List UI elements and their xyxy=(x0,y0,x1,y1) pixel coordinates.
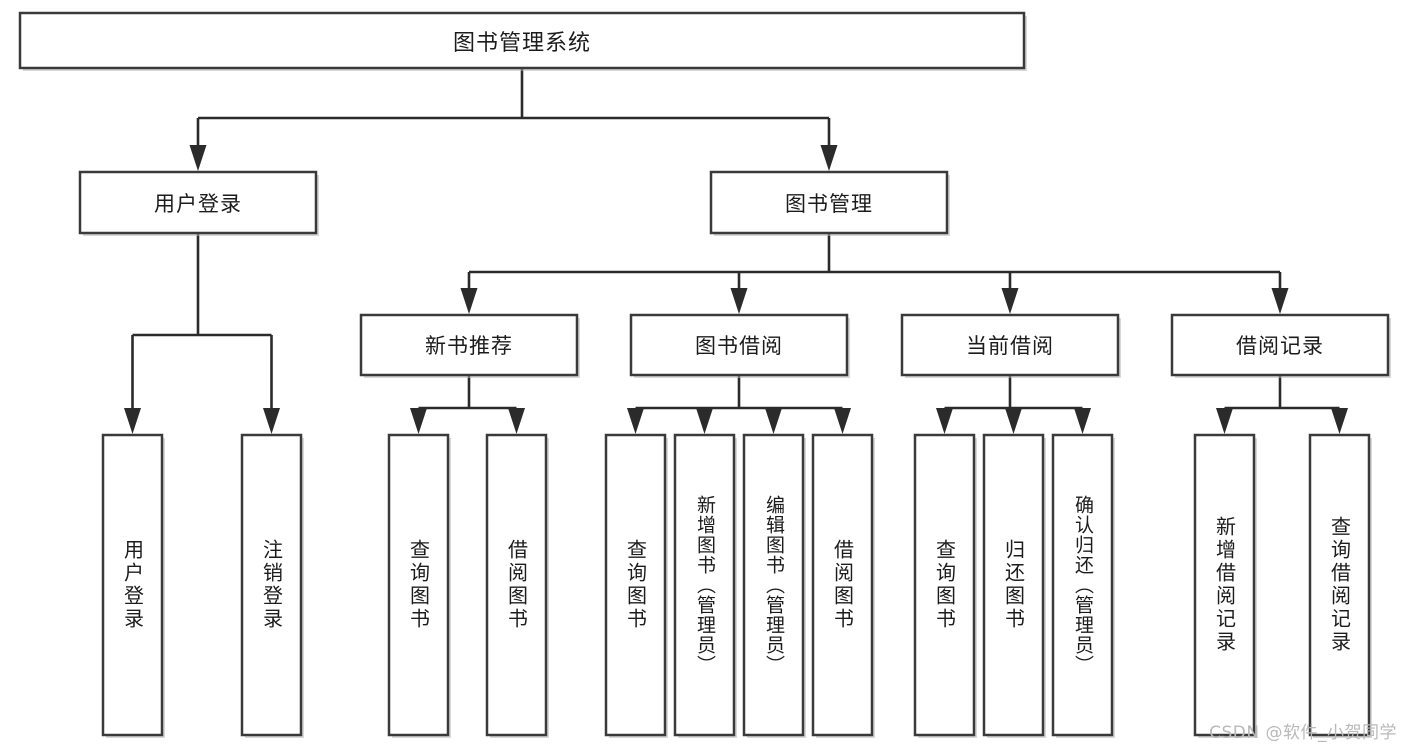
node-layer xyxy=(18,11,1391,738)
node-rect[interactable] xyxy=(18,11,1026,70)
node-rect[interactable] xyxy=(101,433,164,737)
node-rect[interactable] xyxy=(913,433,976,737)
node-book-manage[interactable] xyxy=(709,170,950,236)
arrow-head-icon xyxy=(765,408,782,434)
node-rect[interactable] xyxy=(982,433,1045,737)
node-borrow-record[interactable] xyxy=(1170,313,1391,378)
node-rect[interactable] xyxy=(709,170,949,235)
arrow-head-icon xyxy=(263,408,280,434)
node-current-borrow[interactable] xyxy=(900,313,1121,378)
node-leaf-add-record[interactable] xyxy=(1193,433,1257,738)
node-rect[interactable] xyxy=(485,433,548,737)
node-rect[interactable] xyxy=(1051,433,1114,737)
connector-group-root xyxy=(189,68,838,171)
arrow-head-icon xyxy=(1005,408,1022,434)
arrow-head-icon xyxy=(124,408,141,434)
connector-group-new-book-rec xyxy=(410,375,525,434)
node-leaf-query-book-cb[interactable] xyxy=(913,433,977,738)
node-rect[interactable] xyxy=(359,313,579,377)
arrow-head-icon xyxy=(627,408,644,434)
node-leaf-add-book[interactable] xyxy=(673,433,737,738)
arrow-head-icon xyxy=(1074,408,1091,434)
node-rect[interactable] xyxy=(629,313,849,377)
node-root[interactable] xyxy=(18,11,1027,71)
connector-group-book-borrow xyxy=(627,375,851,434)
arrow-head-icon xyxy=(730,288,748,314)
arrow-head-icon xyxy=(696,408,713,434)
arrow-head-icon xyxy=(936,408,953,434)
arrow-head-icon xyxy=(1271,288,1289,314)
arrow-head-icon xyxy=(460,288,478,314)
node-rect[interactable] xyxy=(900,313,1120,377)
node-rect[interactable] xyxy=(1308,433,1371,737)
node-leaf-borrow-book-rec[interactable] xyxy=(485,433,549,738)
node-rect[interactable] xyxy=(387,433,450,737)
connector-group-current-borrow xyxy=(936,375,1091,434)
connector-group-borrow-record xyxy=(1216,375,1348,434)
node-book-borrow[interactable] xyxy=(629,313,850,378)
node-leaf-logout[interactable] xyxy=(240,433,304,738)
arrow-head-icon xyxy=(508,408,525,434)
node-rect[interactable] xyxy=(240,433,303,737)
connector-group-user-login xyxy=(124,233,280,434)
node-leaf-return-book[interactable] xyxy=(982,433,1046,738)
node-rect[interactable] xyxy=(1170,313,1390,377)
connector-layer xyxy=(124,68,1348,434)
node-rect[interactable] xyxy=(673,433,736,737)
node-user-login[interactable] xyxy=(78,170,319,236)
node-leaf-confirm-return[interactable] xyxy=(1051,433,1115,738)
arrow-head-icon xyxy=(1331,408,1348,434)
node-leaf-query-record[interactable] xyxy=(1308,433,1372,738)
node-leaf-query-book-br[interactable] xyxy=(604,433,668,738)
node-rect[interactable] xyxy=(78,170,318,235)
arrow-head-icon xyxy=(1001,288,1019,314)
node-leaf-edit-book[interactable] xyxy=(742,433,806,738)
node-new-book-rec[interactable] xyxy=(359,313,580,378)
node-rect[interactable] xyxy=(811,433,874,737)
node-leaf-user-login[interactable] xyxy=(101,433,165,738)
arrow-head-icon xyxy=(410,408,427,434)
arrow-head-icon xyxy=(834,408,851,434)
node-leaf-borrow-book-br[interactable] xyxy=(811,433,875,738)
node-leaf-query-book-rec[interactable] xyxy=(387,433,451,738)
node-rect[interactable] xyxy=(742,433,805,737)
node-rect[interactable] xyxy=(1193,433,1256,737)
connector-group-book-manage xyxy=(460,233,1289,314)
node-rect[interactable] xyxy=(604,433,667,737)
arrow-head-icon xyxy=(189,145,207,171)
arrow-head-icon xyxy=(1216,408,1233,434)
arrow-head-icon xyxy=(820,145,838,171)
